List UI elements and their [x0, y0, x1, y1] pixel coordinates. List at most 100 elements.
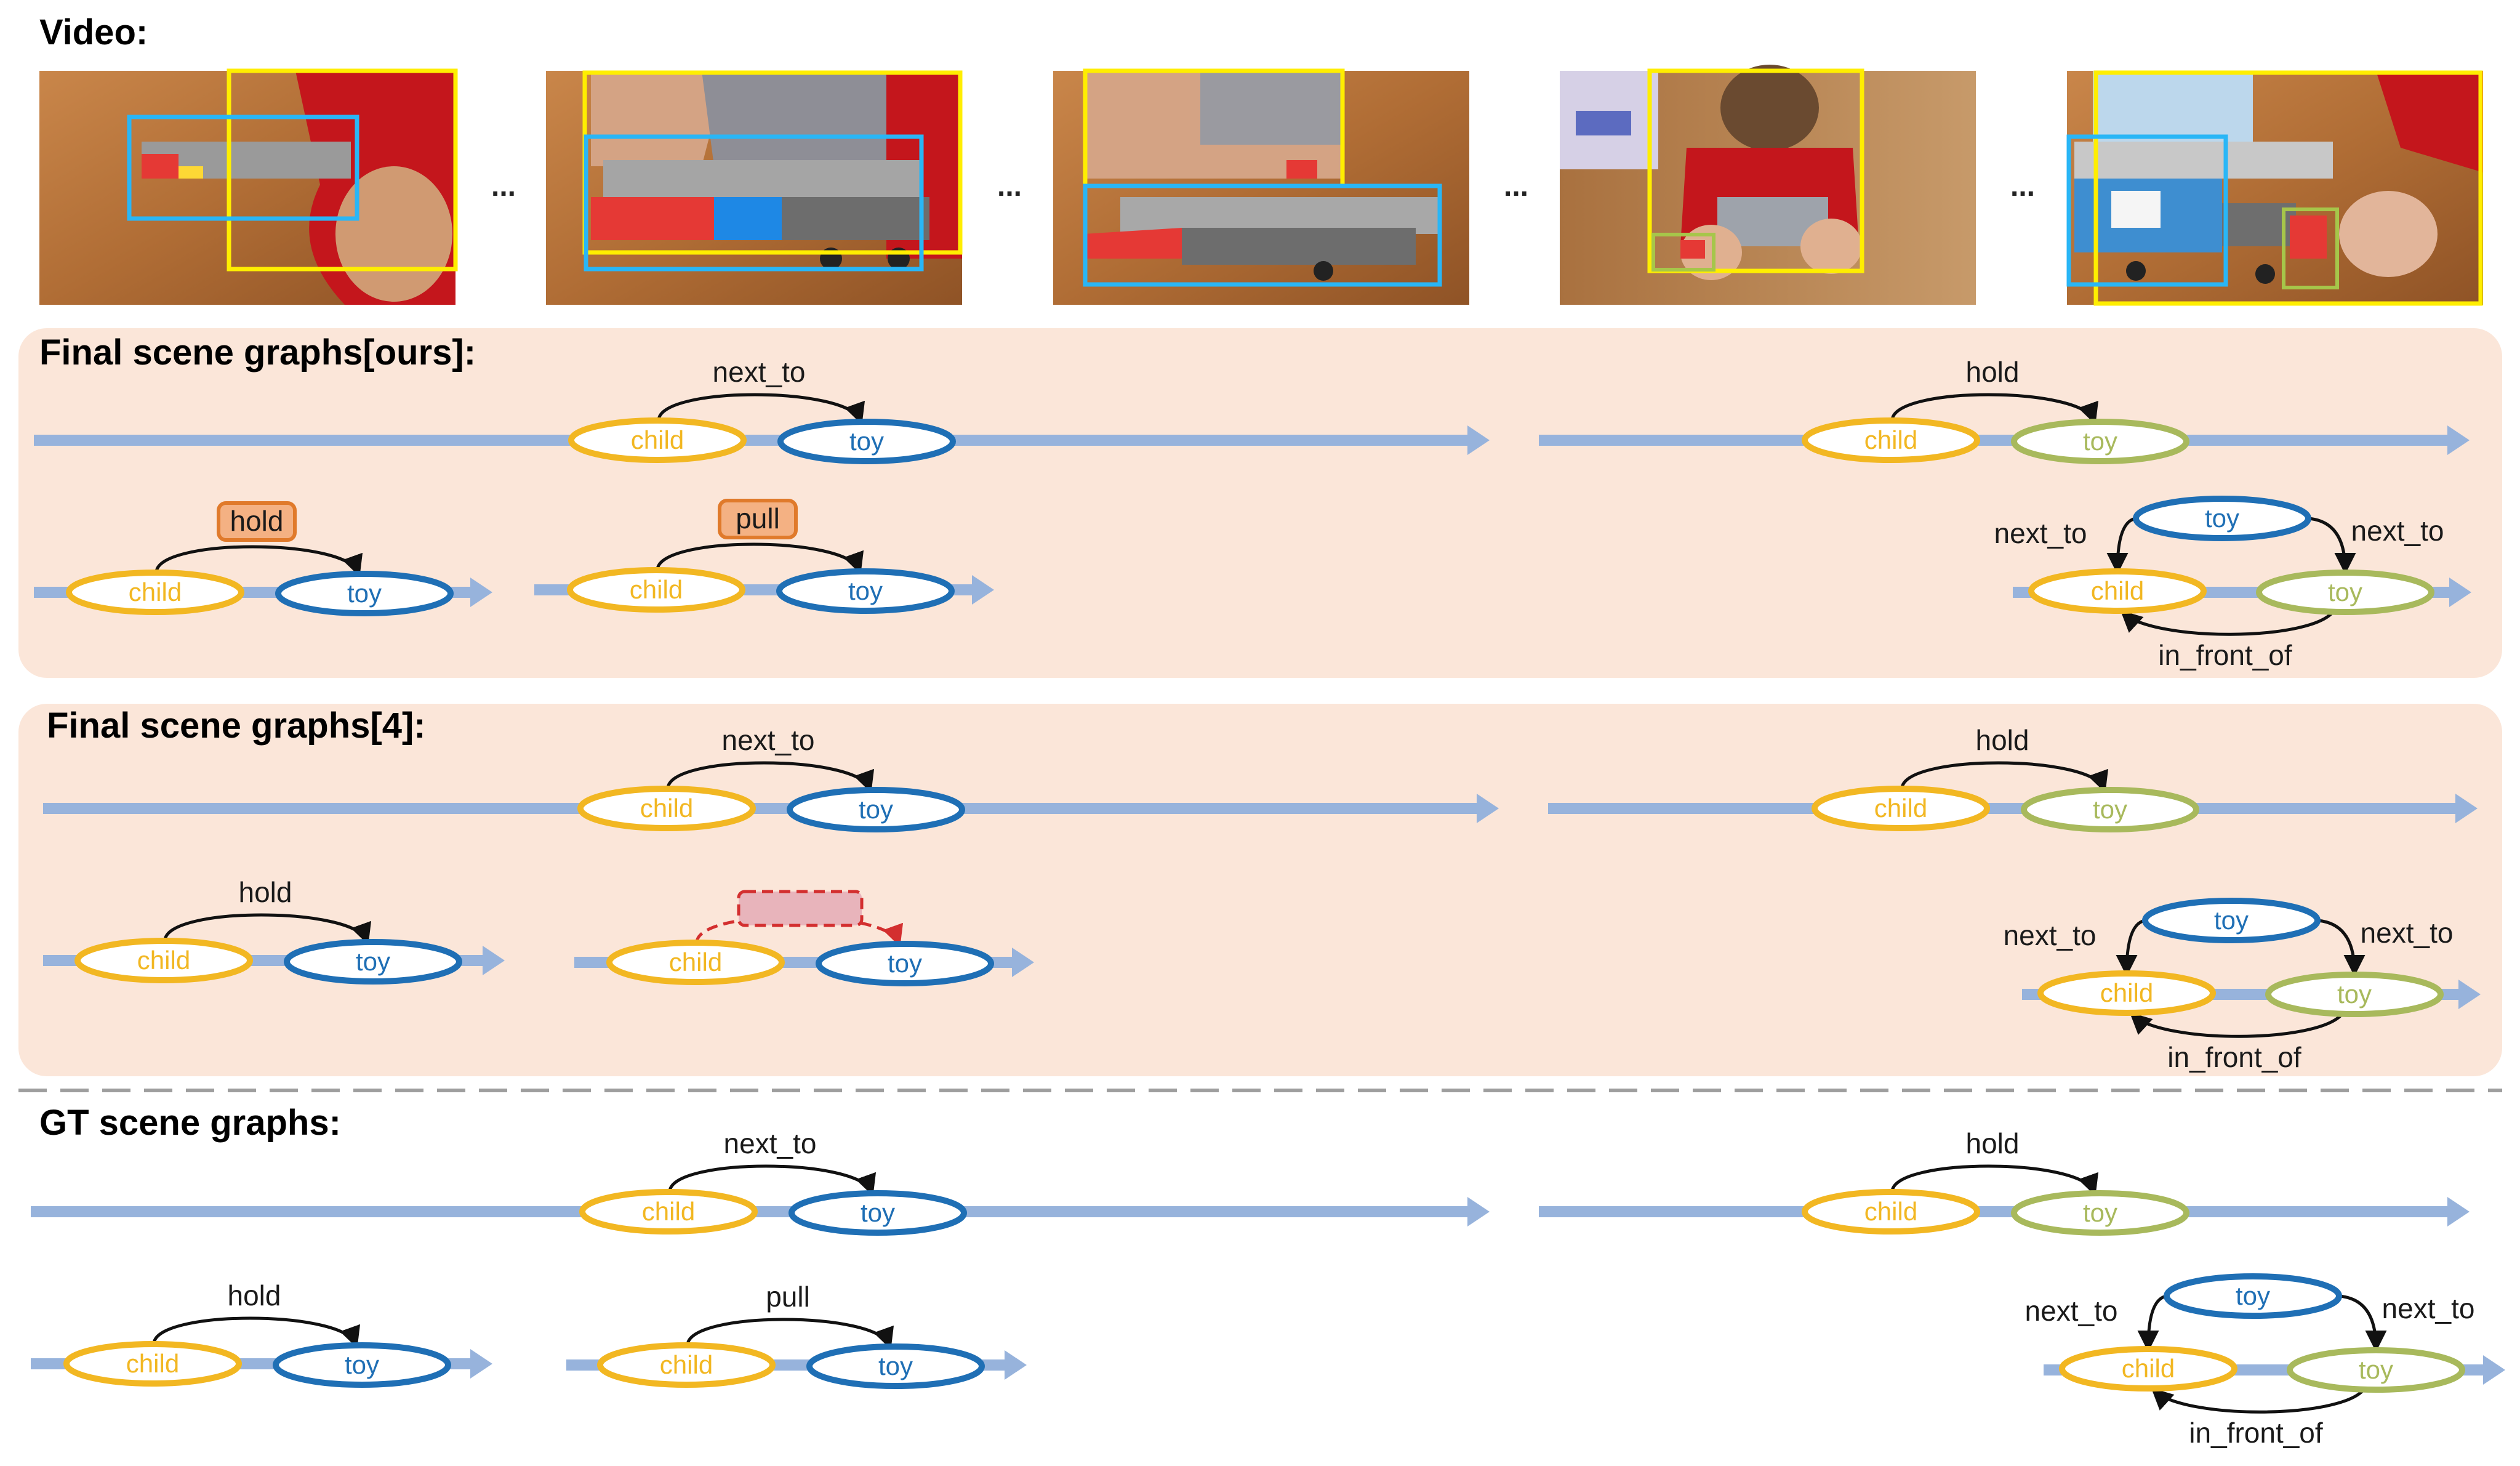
- frame-separator: ...: [2010, 170, 2035, 203]
- relation-edge: [686, 1318, 894, 1350]
- relation-edge: [1890, 1164, 2098, 1196]
- relation-edge: [2116, 919, 2146, 977]
- timeline-arrowhead: [470, 578, 492, 607]
- toy-node-label: toy: [2083, 1198, 2117, 1227]
- toy-node: [273, 1342, 451, 1388]
- toy-node-label: toy: [859, 795, 893, 824]
- child-node-label: child: [640, 794, 693, 823]
- relation-edge: [2338, 1294, 2387, 1352]
- child-node: [2037, 970, 2216, 1016]
- child-node: [63, 1341, 242, 1387]
- missing-relation-box: [737, 890, 864, 927]
- child-node-label: child: [631, 425, 684, 454]
- child-node: [597, 1342, 776, 1388]
- section-title-ours: Final scene graphs[ours]:: [39, 332, 476, 373]
- highlight-box: [718, 499, 798, 539]
- blue-box: [127, 115, 359, 221]
- toy-node: [776, 568, 955, 614]
- frame-separator: ...: [997, 170, 1022, 203]
- timeline-arrowhead: [2449, 578, 2471, 607]
- video-title: Video:: [39, 12, 148, 52]
- child-node-label: child: [660, 1350, 713, 1379]
- toy-node: [789, 1190, 967, 1236]
- child-node-label: child: [642, 1197, 695, 1226]
- relation-label: pull: [766, 1281, 810, 1313]
- child-node-label: child: [126, 1349, 179, 1378]
- child-node: [1812, 786, 1990, 831]
- relation-label: in_front_of: [2189, 1417, 2323, 1449]
- frame-separator: ...: [491, 170, 516, 203]
- timeline-arrowhead: [1467, 1197, 1490, 1226]
- toy-node-label: toy: [356, 947, 390, 976]
- timeline-arrowhead: [1477, 794, 1499, 823]
- toy-node: [806, 1343, 985, 1389]
- toy-node-label: toy: [2328, 578, 2362, 606]
- toy-node-label: toy: [888, 949, 922, 978]
- panel-ours: [18, 328, 2502, 678]
- toy-node-label: toy: [848, 576, 883, 605]
- relation-label: next_to: [724, 1127, 817, 1159]
- child-node: [66, 570, 244, 615]
- timeline-arrowhead: [470, 1349, 492, 1379]
- timeline-arrowhead: [1005, 1350, 1027, 1380]
- timeline-arrowhead: [2483, 1355, 2505, 1385]
- section-title-gt: GT scene graphs:: [39, 1103, 341, 1143]
- relation-label: hold: [230, 505, 284, 537]
- relation-edge: [154, 545, 363, 577]
- toy-node: [2265, 972, 2444, 1017]
- yellow-box: [1647, 68, 1864, 273]
- blue-box: [2066, 134, 2228, 287]
- child-node-label: child: [129, 578, 182, 606]
- child-node-label: child: [1864, 1197, 1917, 1226]
- relation-label: hold: [239, 876, 292, 908]
- toy-node-label: toy: [878, 1351, 913, 1380]
- relation-label: hold: [1976, 724, 2029, 756]
- relation-edge: [152, 1316, 360, 1348]
- child-node-label: child: [2091, 576, 2144, 605]
- relation-edge: [2129, 1012, 2343, 1038]
- child-node-label: child: [2100, 978, 2153, 1007]
- relation-label: next_to: [2004, 919, 2097, 951]
- relation-label: in_front_of: [2167, 1041, 2301, 1073]
- video-frame-3: [1053, 68, 1469, 305]
- child-node: [606, 940, 785, 985]
- blue-box: [584, 134, 924, 272]
- timeline-arrowhead: [1467, 425, 1490, 455]
- toy-node-label: toy: [2359, 1355, 2393, 1384]
- toy-node: [2164, 1273, 2342, 1319]
- relation-label: hold: [228, 1279, 281, 1311]
- relation-edge: [2120, 610, 2334, 636]
- toy-node: [275, 571, 454, 616]
- toy-node-label: toy: [345, 1350, 379, 1379]
- child-node: [568, 417, 747, 463]
- section-title-ref: Final scene graphs[4]:: [47, 706, 426, 746]
- child-node: [577, 786, 756, 831]
- scene-graph-gt-4: pull child toy: [566, 1281, 1027, 1389]
- video-frame-4: [1560, 65, 1976, 305]
- child-node-label: child: [669, 948, 722, 977]
- relation-label: next_to: [1994, 517, 2087, 549]
- toy-node: [2133, 496, 2311, 541]
- relation-edge: [1900, 761, 2108, 793]
- timeline-arrowhead: [1012, 948, 1034, 977]
- toy-node-label: toy: [2093, 795, 2127, 824]
- toy-node-label: toy: [2214, 906, 2249, 935]
- relation-label: next_to: [713, 356, 806, 388]
- scene-graph-ours-3: hold child toy: [34, 501, 492, 616]
- relation-edge: [2137, 1294, 2167, 1352]
- green-box: [1651, 233, 1715, 272]
- toy-node-label: toy: [2205, 504, 2239, 533]
- relation-edge: [666, 761, 874, 793]
- yellow-box: [2093, 70, 2483, 306]
- relation-edge: [163, 913, 371, 945]
- toy-node-label: toy: [347, 579, 382, 608]
- relation-label: next_to: [2351, 515, 2444, 547]
- video-frame-1: [39, 68, 458, 305]
